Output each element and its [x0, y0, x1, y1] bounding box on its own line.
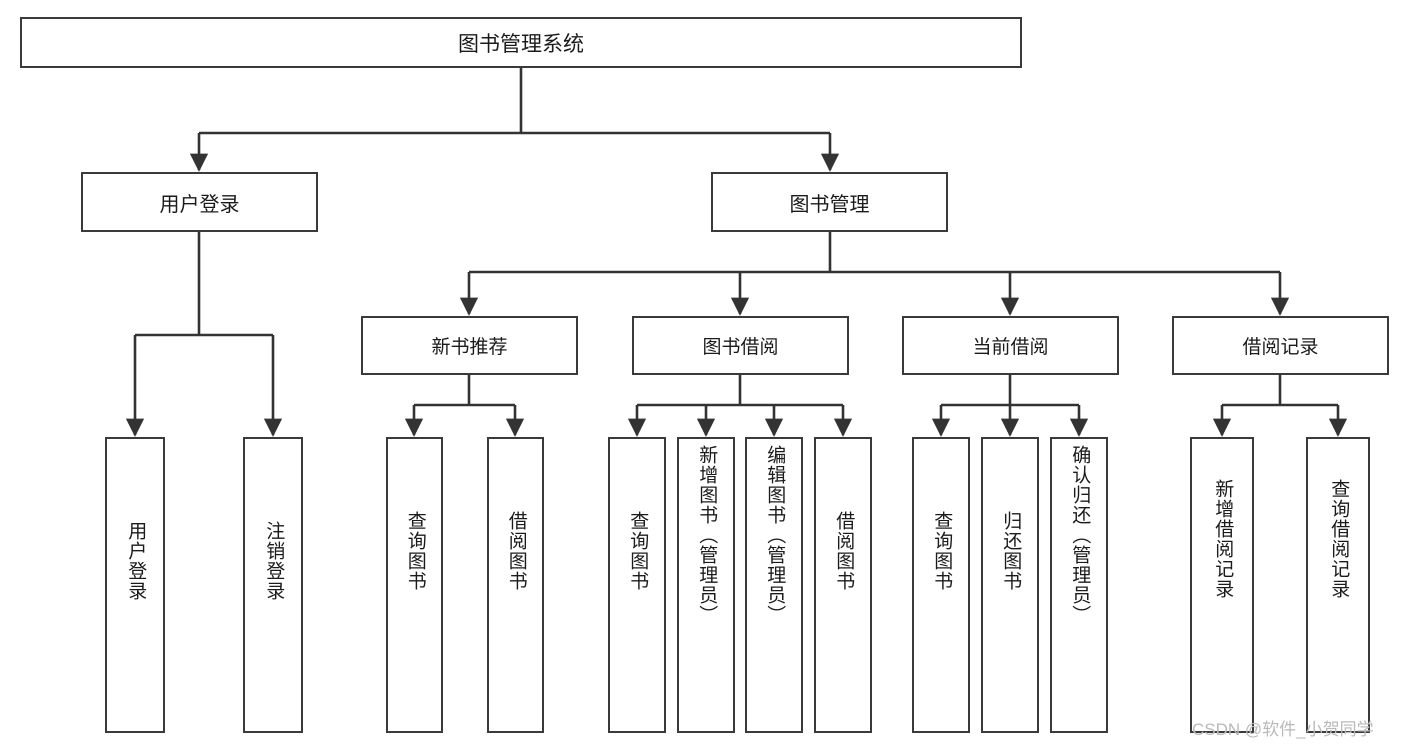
node-label: 查询图书 — [404, 511, 426, 591]
leaf-confirm-return-admin[interactable]: 确认归还（管理员） — [1050, 437, 1108, 733]
leaf-add-book-admin[interactable]: 新增图书（管理员） — [677, 437, 735, 733]
node-book-borrow[interactable]: 图书借阅 — [632, 316, 849, 375]
node-label: 用户登录 — [159, 193, 240, 216]
leaf-edit-book-admin[interactable]: 编辑图书（管理员） — [745, 437, 803, 733]
node-label: 查询图书 — [627, 511, 649, 591]
node-new-book-recommend[interactable]: 新书推荐 — [361, 316, 578, 375]
node-label: 查询图书 — [931, 511, 953, 591]
node-label: 图书管理 — [789, 193, 870, 216]
node-label: 新增借阅记录 — [1212, 479, 1234, 599]
node-label: 新增图书（管理员） — [696, 445, 718, 625]
node-book-management[interactable]: 图书管理 — [711, 172, 948, 232]
node-label: 查询借阅记录 — [1328, 479, 1350, 599]
leaf-return-book[interactable]: 归还图书 — [981, 437, 1039, 733]
leaf-borrow-book[interactable]: 借阅图书 — [814, 437, 872, 733]
node-label: 确认归还（管理员） — [1069, 445, 1091, 625]
node-label: 当前借阅 — [972, 337, 1049, 358]
node-label: 归还图书 — [1000, 511, 1022, 591]
node-user-login[interactable]: 用户登录 — [81, 172, 318, 232]
node-borrow-record[interactable]: 借阅记录 — [1172, 316, 1389, 375]
node-label: 编辑图书（管理员） — [764, 445, 786, 625]
node-root-book-management-system[interactable]: 图书管理系统 — [20, 17, 1022, 68]
leaf-add-borrow-record[interactable]: 新增借阅记录 — [1190, 437, 1254, 733]
node-label: 借阅图书 — [505, 511, 527, 591]
node-label: 注销登录 — [263, 521, 285, 601]
leaf-query-borrow-record[interactable]: 查询借阅记录 — [1306, 437, 1370, 733]
leaf-query-book-recommend[interactable]: 查询图书 — [386, 437, 443, 733]
node-current-borrow[interactable]: 当前借阅 — [902, 316, 1119, 375]
leaf-logout[interactable]: 注销登录 — [243, 437, 303, 733]
leaf-user-login[interactable]: 用户登录 — [105, 437, 165, 733]
leaf-query-book-borrow[interactable]: 查询图书 — [608, 437, 666, 733]
node-label: 借阅图书 — [833, 511, 855, 591]
leaf-borrow-book-recommend[interactable]: 借阅图书 — [487, 437, 544, 733]
csdn-watermark: CSDN @软件_小贺同学 — [1192, 720, 1374, 739]
node-label: 图书借阅 — [702, 337, 779, 358]
node-label: 新书推荐 — [431, 337, 508, 358]
node-label: 用户登录 — [125, 521, 147, 601]
leaf-query-book-current[interactable]: 查询图书 — [912, 437, 970, 733]
node-label: 图书管理系统 — [458, 32, 584, 56]
node-label: 借阅记录 — [1242, 337, 1319, 358]
